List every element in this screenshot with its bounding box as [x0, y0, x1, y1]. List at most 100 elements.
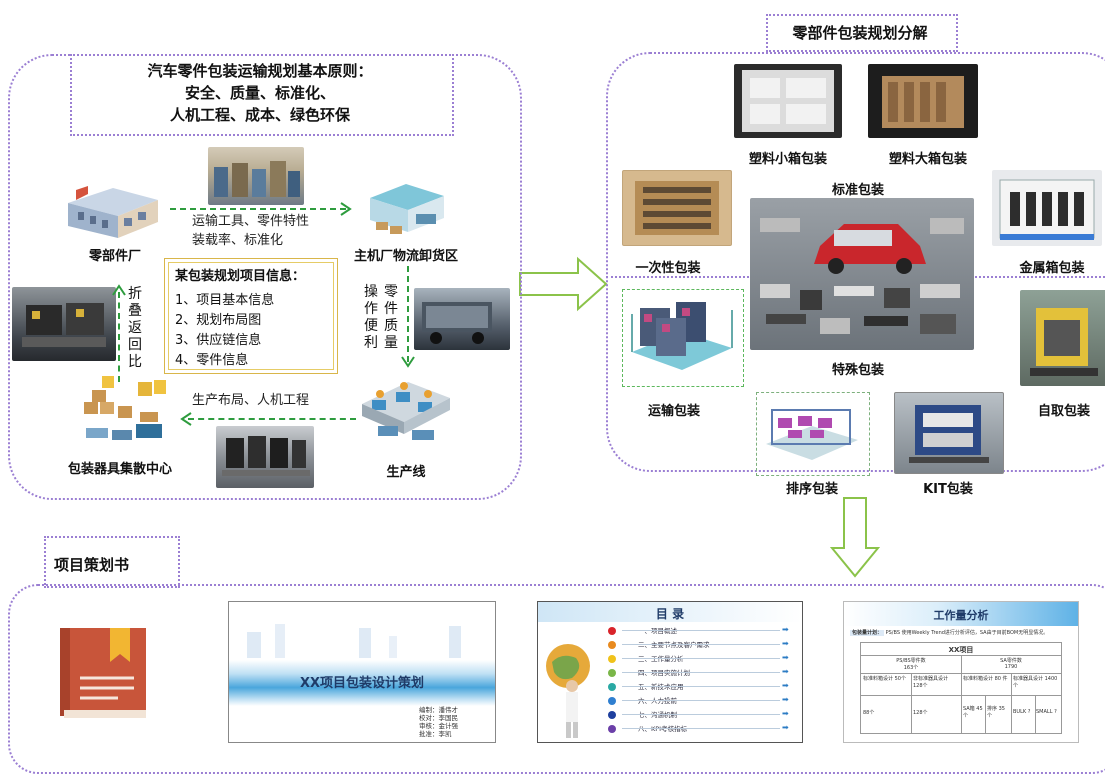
toc-row: 六、人力投前➡	[608, 694, 798, 708]
cat-self-pick: 自取包装	[1037, 404, 1090, 419]
info-box-title: 某包装规划项目信息：	[175, 269, 306, 284]
cat-small-plastic: 塑料小箱包装	[748, 152, 827, 167]
principles-box	[70, 54, 454, 136]
cat-special: 特殊包装	[831, 363, 884, 378]
edge-top-line-2: 装载率、标准化	[192, 233, 284, 248]
info-item: 1、项目基本信息	[175, 293, 275, 308]
small-plastic-photo	[734, 64, 842, 138]
right-panel-title: 零部件包装规划分解	[792, 24, 928, 42]
arrowhead-right	[340, 202, 352, 216]
sequence-box	[756, 392, 870, 476]
engine-photo	[12, 287, 116, 361]
toc-item: 三、工作量分析	[638, 655, 684, 663]
warehouse-icon	[370, 184, 444, 234]
doc-cover-skyline	[247, 624, 461, 658]
packaging-center-icon	[84, 376, 166, 440]
table-header: PS/BS零件数	[896, 658, 926, 664]
table-cell: SA箱 45个	[963, 706, 983, 719]
arrowhead-up	[112, 284, 126, 296]
bottom-panel-title: 项目策划书	[54, 556, 130, 574]
sequence-rack-image	[766, 409, 858, 460]
cat-kit: KIT包装	[923, 482, 973, 497]
edge-left-line	[118, 292, 120, 382]
edge-top-line-1: 运输工具、零件特性	[192, 214, 310, 229]
doc-cover: XX项目包装设计策划 编制：潘伟才 校对：李国民 审核：金计强 批准：李凯	[228, 601, 496, 743]
warehouse-photo	[208, 147, 304, 205]
cat-metal: 金属箱包装	[1019, 261, 1085, 276]
doc-workload-note: 包装量计划： PS/BS 使用Weekly Trend进行分析评估，SA由于目前…	[850, 629, 1074, 636]
table-cell: BULK ?	[1013, 709, 1031, 715]
doc-workload-title: 工作量分析	[933, 609, 989, 622]
node-supplier: 零部件厂	[88, 249, 141, 264]
principle-line: 汽车零件包装运输规划基本原则：	[147, 62, 373, 80]
edge-right-col-2: 零件质量	[384, 284, 398, 351]
edge-left-label: 折叠返回比	[128, 286, 142, 370]
toc-row: 二、主要节点及客户需求➡	[608, 638, 798, 652]
cat-standard: 标准包装	[831, 183, 884, 198]
toc-row: 七、沟通机制➡	[608, 708, 798, 722]
doc-cover-title: XX项目包装设计策划	[299, 676, 425, 691]
workload-table: XX项目 PS/BS零件数 SA零件数 163个 1790 标准料箱设计 50个…	[860, 642, 1062, 734]
doc-workload-header	[844, 602, 1078, 626]
arrow-right-big	[519, 256, 608, 312]
book-icon	[60, 628, 146, 718]
toc-item: 四、项目实施计划	[638, 669, 690, 677]
production-line-icon	[362, 382, 450, 440]
large-plastic-photo	[868, 64, 978, 138]
disposable-photo	[622, 170, 732, 246]
edge-top-label: 运输工具、零件特性 装载率、标准化	[192, 212, 309, 250]
meta-line: 审核：金计强	[419, 722, 458, 730]
table-cell: 排序 35个	[987, 706, 1005, 719]
meta-line: 校对：李国民	[419, 714, 458, 722]
doc-toc: 目 录 一、项目概述➡ 二、主要节点及客户需求➡ 三、工作量分析➡ 四、项目实施…	[537, 601, 803, 743]
edge-right-col-1: 操作便利	[364, 284, 378, 351]
note-text: PS/BS 使用Weekly Trend进行分析评估，SA由于目前BOM无明显情…	[885, 630, 1049, 636]
table-subheader: 标准器具设计 1400个	[1013, 676, 1058, 689]
self-pick-photo	[1020, 290, 1105, 386]
edge-right-line	[407, 266, 409, 362]
toc-row: 四、项目实施计划➡	[608, 666, 798, 680]
principle-line: 人机工程、成本、绿色环保	[169, 106, 350, 124]
right-panel	[606, 52, 1105, 472]
meta-line: 批准：李凯	[419, 730, 452, 738]
table-header-value: 1790	[1004, 664, 1018, 670]
toc-row: 八、KPI考核指标➡	[608, 722, 798, 736]
note-label: 包装量计划：	[850, 630, 885, 636]
meta-line: 编制：潘伟才	[419, 706, 458, 714]
arrowhead-left	[180, 412, 192, 426]
rack-photo	[216, 426, 314, 488]
right-title-box	[766, 14, 958, 52]
info-item: 3、供应链信息	[175, 333, 262, 348]
table-subheader: 标准料箱设计 50个	[863, 676, 906, 682]
node-packaging-center: 包装器具集散中心	[67, 462, 172, 477]
node-oem-dock: 主机厂物流卸货区	[353, 249, 458, 264]
metal-box-photo	[992, 170, 1102, 246]
node-production-line: 生产线	[386, 465, 426, 480]
toc-item: 六、人力投前	[638, 697, 677, 705]
table-cell: SMALL ?	[1036, 709, 1057, 715]
table-subheader: 非标准器具设计 128个	[913, 676, 949, 689]
arrowhead-down	[401, 356, 415, 368]
table-header-value: 163个	[903, 665, 919, 671]
doc-cover-band	[229, 660, 495, 706]
transport-box	[622, 289, 744, 387]
toc-item: 八、KPI考核指标	[638, 725, 688, 733]
arrow-down-big	[830, 497, 880, 578]
doc-toc-header	[538, 602, 802, 622]
cat-large-plastic: 塑料大箱包装	[888, 152, 967, 167]
info-box: 某包装规划项目信息： 1、项目基本信息 2、规划布局图 3、供应链信息 4、零件…	[164, 258, 338, 374]
doc-toc-title: 目 录	[655, 607, 685, 621]
cat-disposable: 一次性包装	[635, 261, 701, 276]
cat-sequence: 排序包装	[785, 482, 838, 497]
factory-icon	[68, 186, 158, 238]
doc-workload: 工作量分析 包装量计划： PS/BS 使用Weekly Trend进行分析评估，…	[843, 601, 1079, 743]
table-header: SA零件数	[1000, 658, 1022, 664]
table-cell: 128个	[913, 710, 928, 716]
toc-row: 三、工作量分析➡	[608, 652, 798, 666]
toc-item: 一、项目概述	[638, 627, 677, 635]
info-item: 4、零件信息	[175, 353, 249, 368]
edge-bottom-label: 生产布局、人机工程	[192, 393, 310, 408]
edge-bottom-line	[188, 418, 356, 420]
edge-top-line	[170, 208, 346, 210]
principle-line: 安全、质量、标准化、	[184, 84, 335, 102]
